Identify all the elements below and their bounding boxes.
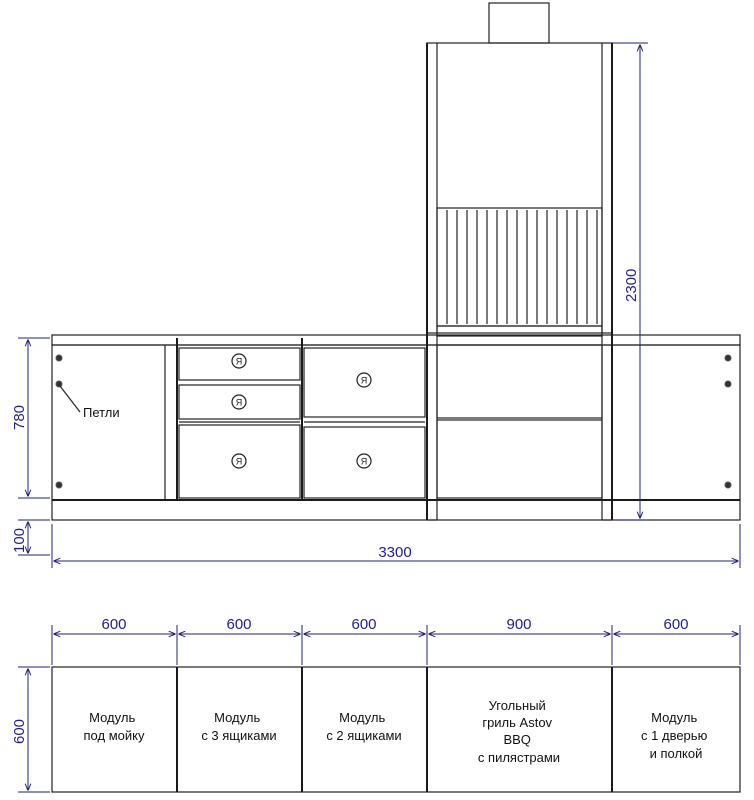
dim-module-width: 600 (351, 616, 376, 633)
svg-text:Я: Я (361, 376, 368, 386)
drawer-handle-icon: Я (231, 394, 247, 410)
grill-slats (446, 210, 598, 324)
dim-3300: 3300 (378, 544, 411, 561)
hinge-dot-icon (55, 354, 63, 362)
hinge-dot-icon (724, 380, 732, 388)
grill-lower-door (436, 419, 603, 499)
drawer-handle-icon: Я (231, 453, 247, 469)
svg-text:Я: Я (236, 398, 243, 408)
svg-text:Я: Я (236, 357, 243, 367)
plan-view: Модуль под мойку Модуль с 3 ящиками Моду… (51, 666, 741, 793)
module-label-2-drawers: Модуль с 2 ящиками (326, 710, 401, 743)
svg-text:Я: Я (361, 457, 368, 467)
front-view: Петли Я Я Я (51, 2, 741, 521)
front-dimensions: 780 100 3300 2300 (11, 42, 741, 568)
drawer-handle-icon: Я (356, 372, 372, 388)
plinth (51, 499, 741, 521)
dim-780: 780 (11, 405, 28, 430)
dim-2300: 2300 (623, 269, 640, 302)
module-label-sink: Модуль под мойку (84, 710, 145, 743)
grill-upper-door (436, 344, 603, 419)
hinge-dot-icon (55, 380, 63, 388)
grill-module (426, 2, 613, 521)
two-drawer-module (303, 347, 426, 499)
chimney (488, 2, 550, 44)
hinges-leader (59, 385, 81, 413)
plan-dimensions: 600 600 600 900 600 600 (11, 616, 741, 793)
dim-module-width: 900 (506, 616, 531, 633)
countertop (51, 334, 741, 346)
module-label-grill: Угольный гриль Astov BBQ с пилястрами (478, 698, 560, 765)
drawer-handle-icon: Я (231, 353, 247, 369)
hinge-dot-icon (724, 481, 732, 489)
plan-outline (51, 666, 741, 793)
drawer-handles: Я Я Я Я Я (231, 353, 372, 469)
hinges-label: Петли (83, 405, 120, 420)
dim-module-width: 600 (226, 616, 251, 633)
dim-module-width: 600 (663, 616, 688, 633)
three-drawer-module (178, 347, 301, 499)
drawer-handle-icon: Я (356, 453, 372, 469)
grill-hood (426, 42, 613, 334)
module-label-1-door: Модуль с 1 дверью и полкой (641, 710, 711, 761)
hinge-dot-icon (724, 354, 732, 362)
hinge-dot-icon (55, 481, 63, 489)
svg-text:Я: Я (236, 457, 243, 467)
dim-depth: 600 (11, 719, 28, 744)
dim-module-width: 600 (101, 616, 126, 633)
dim-100: 100 (11, 528, 28, 553)
module-label-3-drawers: Модуль с 3 ящиками (201, 710, 276, 743)
